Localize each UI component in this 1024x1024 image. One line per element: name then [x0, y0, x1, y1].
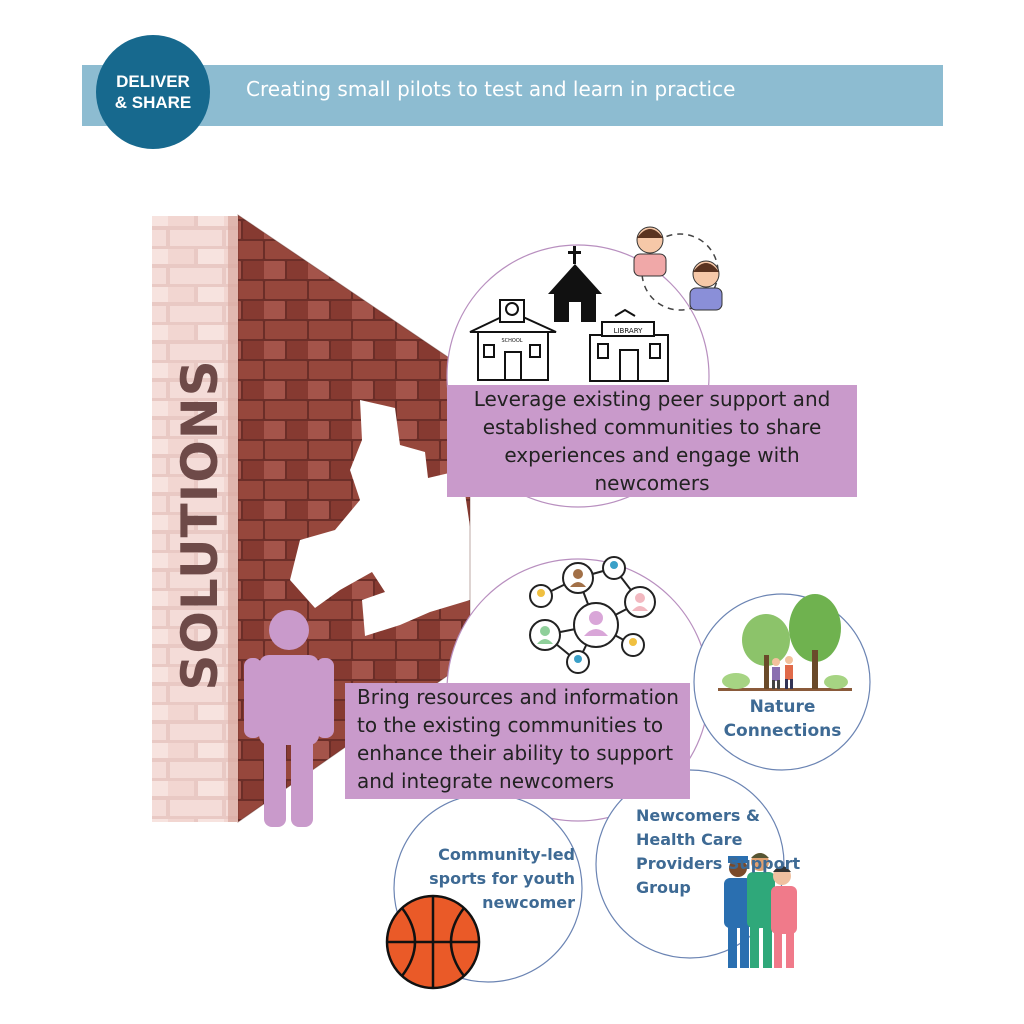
library-sign: LIBRARY [614, 327, 644, 335]
health-support-group-label: Newcomers & Health Care Providers Suppor… [636, 806, 801, 897]
wall-pillar [152, 216, 238, 822]
basketball-icon [385, 894, 481, 990]
park-walkers-icon [718, 594, 852, 691]
church-icon [548, 246, 602, 322]
school-icon [469, 299, 557, 381]
solutions-wall-label: SOLUTIONS [170, 359, 230, 690]
solutions-heading: SOLUTIONS [171, 359, 229, 691]
peer-pair-icon [633, 226, 723, 311]
library-icon [589, 308, 669, 382]
nature-connections-label: Nature Connections [723, 697, 842, 741]
solution-1-callout: Leverage existing peer support and estab… [447, 385, 857, 497]
solution-2-callout: Bring resources and information to the e… [345, 683, 690, 799]
badge-line-1: DELIVER [116, 72, 190, 91]
badge-line-2: & SHARE [114, 93, 192, 112]
youth-sports-label: Community-led sports for youth newcomer [429, 845, 575, 912]
health-workers-icon [724, 853, 797, 968]
deliver-share-badge: DELIVER & SHARE [96, 35, 210, 149]
person-figure [244, 610, 334, 827]
school-sign: SCHOOL [501, 338, 522, 344]
header-banner [82, 65, 943, 126]
tagline: Creating small pilots to test and learn … [246, 77, 736, 101]
